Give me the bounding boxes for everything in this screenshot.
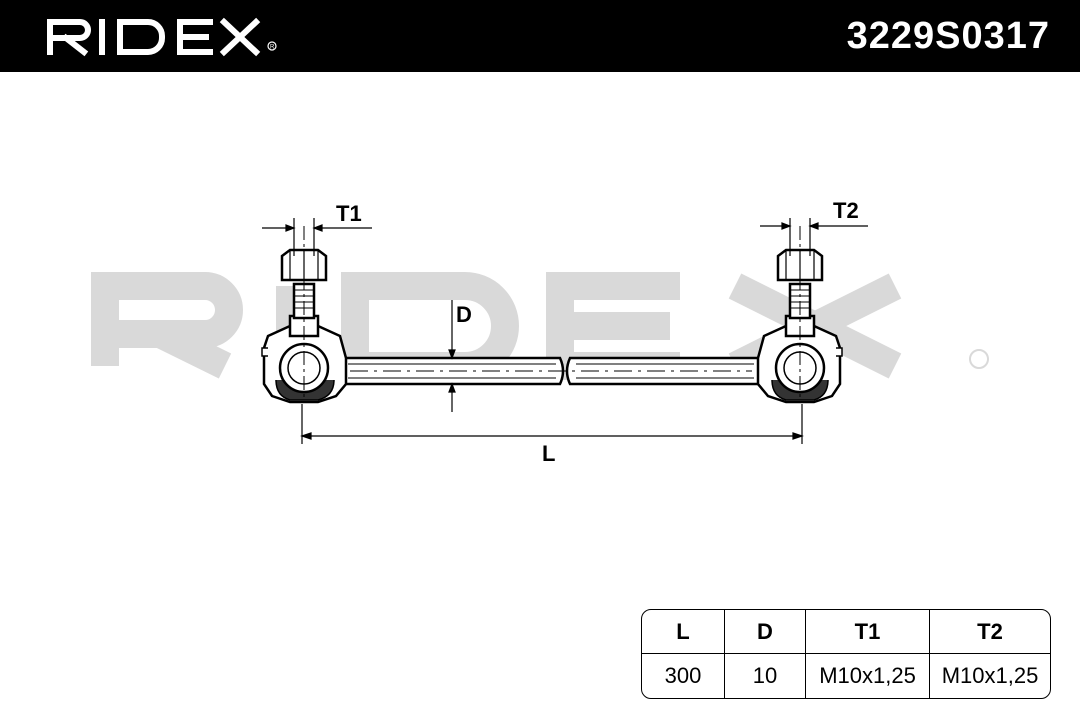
part-number: 3229S0317 [846, 15, 1050, 57]
dimension-t1 [262, 218, 372, 256]
ridex-logo: R [47, 17, 277, 57]
dimension-d [448, 300, 456, 412]
spec-value-l: 300 [642, 654, 725, 698]
technical-drawing: T1 T2 D L [91, 198, 989, 466]
spec-header-l: L [642, 610, 725, 654]
spec-value-d: 10 [725, 654, 806, 698]
label-l: L [542, 441, 555, 466]
spec-header-t1: T1 [806, 610, 930, 654]
spec-header-t2: T2 [930, 610, 1050, 654]
label-t1: T1 [336, 201, 362, 226]
header-bar: R 3229S0317 [0, 0, 1080, 72]
stabilizer-rod [340, 356, 762, 386]
label-d: D [456, 302, 472, 327]
dimension-t2 [760, 218, 868, 256]
label-t2: T2 [833, 198, 859, 223]
spec-table: L D T1 T2 300 10 M10x1,25 M10x1,25 [641, 609, 1051, 699]
svg-text:R: R [270, 45, 275, 51]
watermark-registered-icon [969, 349, 989, 369]
spec-value-t1: M10x1,25 [806, 654, 930, 698]
spec-value-t2: M10x1,25 [941, 663, 1039, 688]
dimension-l [300, 404, 804, 444]
left-ball-joint [261, 226, 348, 404]
right-ball-joint [756, 226, 843, 404]
spec-header-d: D [725, 610, 806, 654]
